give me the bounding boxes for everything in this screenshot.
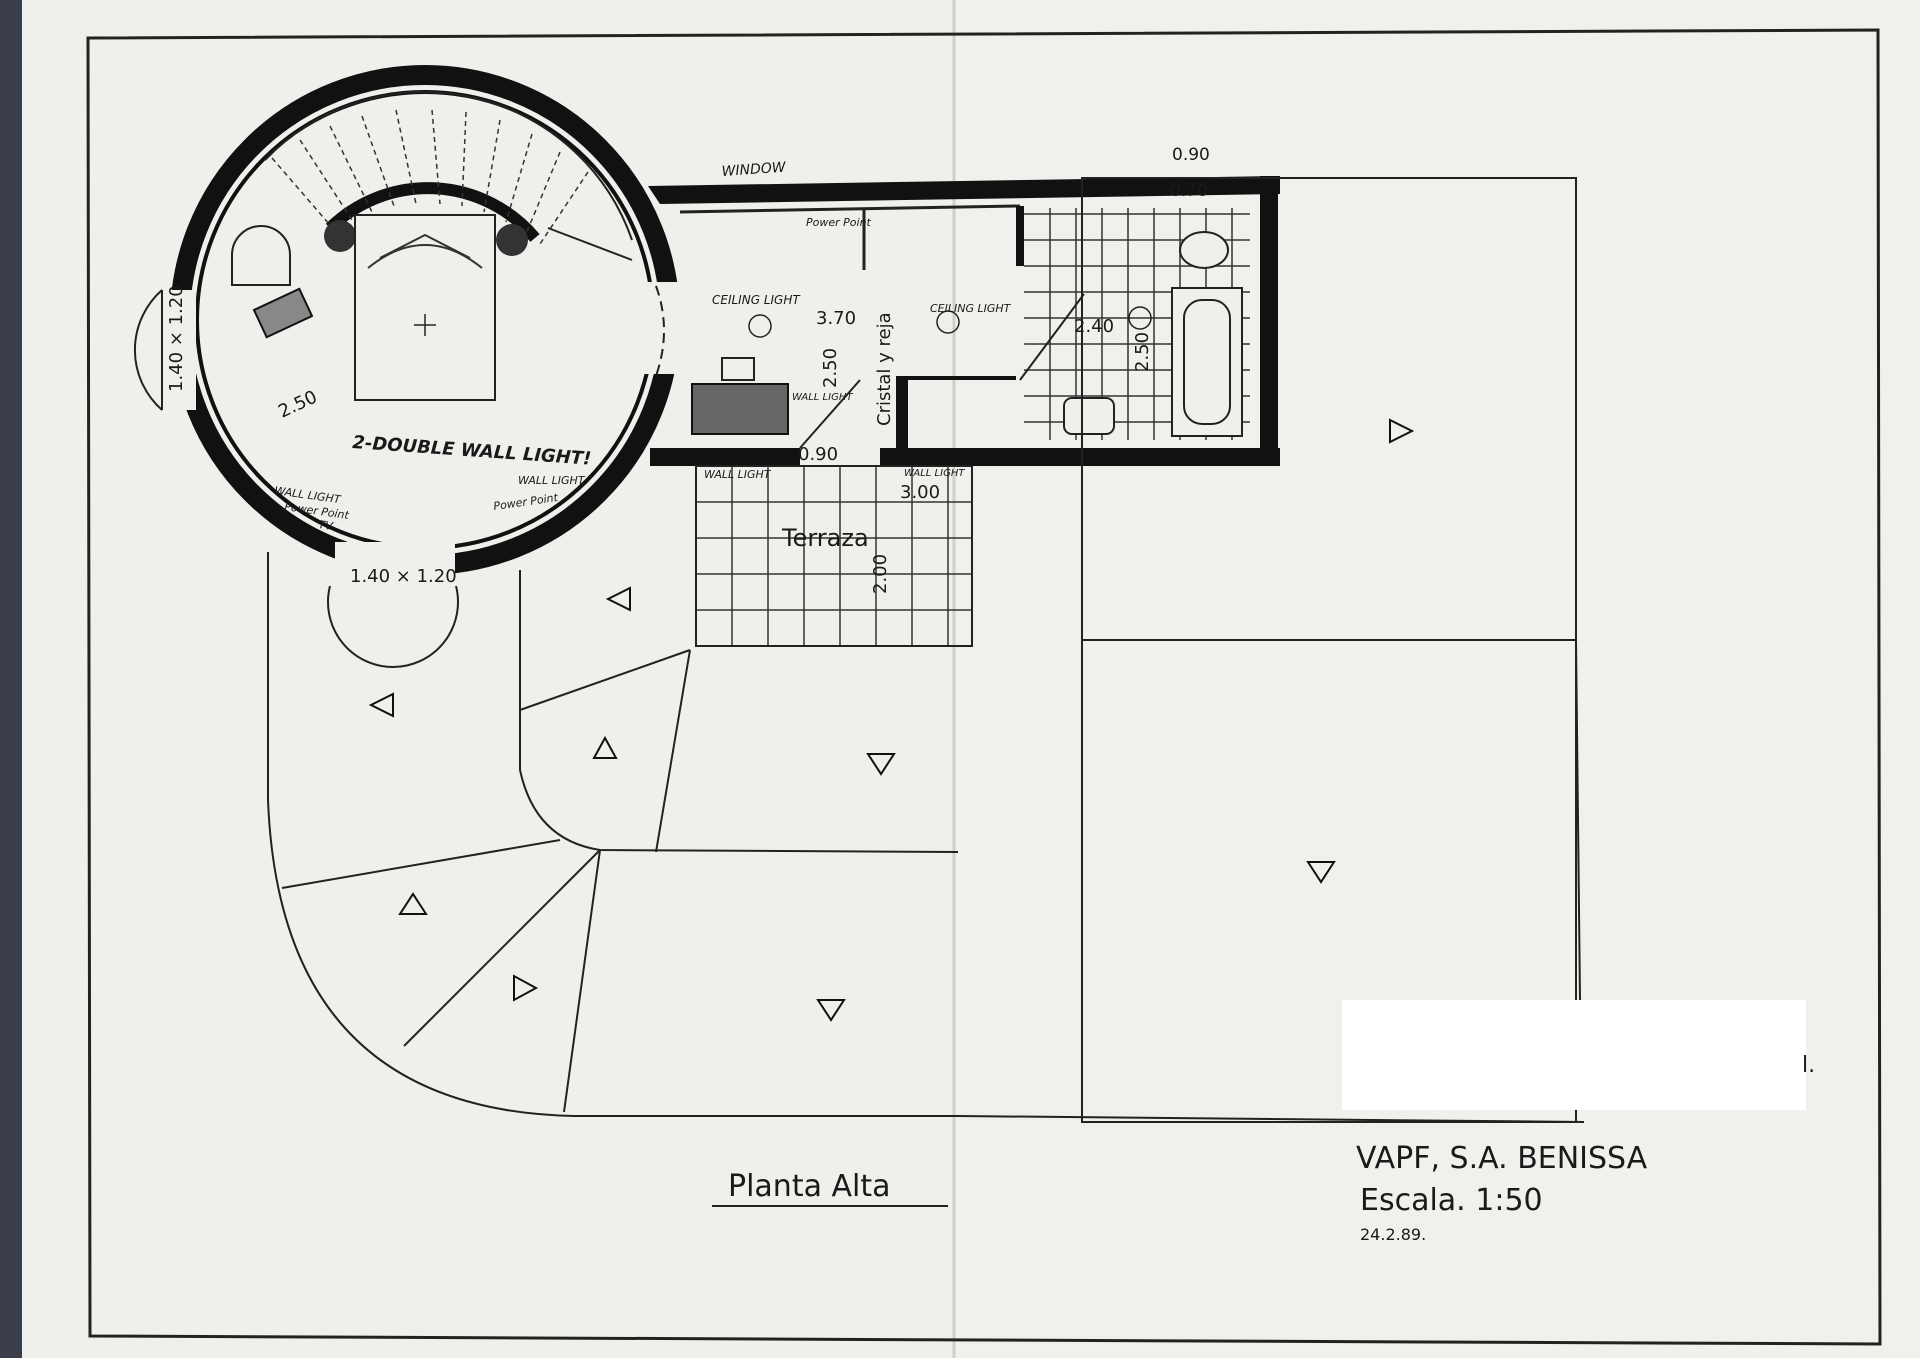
corridor-partition bbox=[896, 378, 908, 456]
slope-arrows bbox=[368, 418, 1415, 1022]
stair-treads bbox=[271, 109, 589, 245]
slope-arrow-4 bbox=[592, 735, 618, 759]
slope-arrow-5 bbox=[866, 753, 896, 776]
bay-window-left bbox=[133, 289, 163, 411]
note-wall-light-terrace: WALL LIGHT bbox=[704, 468, 772, 481]
slope-arrow-3 bbox=[368, 692, 394, 718]
right-roof-lower bbox=[1081, 639, 1577, 1123]
note-tv: TV bbox=[318, 518, 335, 533]
spiral-stair-outer bbox=[264, 90, 633, 241]
slope-arrow-2 bbox=[605, 586, 631, 612]
stair-arrow bbox=[547, 227, 633, 261]
dim-terrace-width: 3.00 bbox=[900, 482, 940, 503]
window-gap-left bbox=[160, 290, 196, 410]
company-name: VAPF, S.A. BENISSA bbox=[1356, 1141, 1648, 1176]
dim-corridor-height: 2.50 bbox=[820, 348, 841, 388]
fragment-text: l. bbox=[1802, 1053, 1815, 1078]
note-window: WINDOW bbox=[721, 159, 787, 180]
scale-label: Escala. 1:50 bbox=[1360, 1183, 1543, 1218]
bath-diagonal bbox=[1019, 293, 1085, 381]
dim-bath-opening: 0.90 bbox=[1172, 145, 1210, 165]
window-gap-bottom bbox=[335, 542, 455, 582]
bathtub bbox=[1171, 287, 1243, 437]
roof-line-5 bbox=[563, 849, 601, 1113]
terrace-tiles bbox=[696, 466, 972, 646]
right-roof-bottom bbox=[957, 1115, 1585, 1123]
bathroom-right-wall bbox=[1260, 176, 1278, 466]
armchair bbox=[231, 225, 291, 286]
stair-newel-right bbox=[496, 224, 528, 256]
ceiling-light-1 bbox=[748, 314, 772, 338]
opening-to-corridor bbox=[640, 282, 680, 374]
note-right-wall-light: WALL LIGHT bbox=[518, 474, 586, 487]
desk-chair bbox=[721, 357, 755, 381]
dim-bath-width: 2.40 bbox=[1074, 316, 1114, 337]
dim-bath-height: 2.50 bbox=[1132, 332, 1153, 372]
drawing-frame bbox=[86, 28, 1882, 1346]
corridor-inner-top bbox=[679, 204, 1021, 214]
slope-arrow-7 bbox=[398, 892, 428, 915]
dim-corridor-length: 3.70 bbox=[816, 308, 856, 329]
toilet bbox=[1179, 231, 1229, 269]
slope-arrow-8 bbox=[513, 974, 539, 1002]
curved-roof-outer bbox=[267, 552, 958, 1117]
dim-terrace-depth: 2.00 bbox=[870, 554, 891, 594]
note-ceiling-light-2: CEILING LIGHT bbox=[930, 302, 1012, 315]
note-power-point-top: Power Point bbox=[806, 216, 872, 229]
plan-title: Planta Alta bbox=[728, 1169, 891, 1204]
rug bbox=[252, 287, 314, 339]
double-bed bbox=[354, 214, 496, 401]
bathtub-inner bbox=[1183, 299, 1231, 425]
roof-line-3 bbox=[281, 839, 561, 889]
dim-window-bottom: 1.40 × 1.20 bbox=[350, 566, 457, 587]
sink bbox=[1063, 397, 1115, 435]
bed-cover bbox=[367, 233, 483, 269]
redacted-area bbox=[1342, 1000, 1806, 1110]
door-swing bbox=[799, 379, 861, 449]
bath-ceiling-light bbox=[1128, 306, 1152, 330]
plan-date: 24.2.89. bbox=[1360, 1225, 1426, 1244]
stair-newel-left bbox=[324, 220, 356, 252]
dim-window-left: 1.40 × 1.20 bbox=[166, 285, 187, 392]
bathroom bbox=[1019, 208, 1250, 440]
ceiling-light-2 bbox=[936, 310, 960, 334]
bay-window-bottom bbox=[327, 585, 459, 668]
corridor-walls bbox=[648, 176, 1280, 466]
bathroom-left-wall bbox=[1016, 206, 1024, 266]
note-wall-light-terrace-2: WALL LIGHT bbox=[904, 468, 965, 479]
opening-dashed-arc bbox=[655, 285, 665, 377]
slope-arrow-9 bbox=[816, 999, 846, 1022]
note-ceiling-light-1: CEILING LIGHT bbox=[712, 293, 801, 307]
roof-line-1 bbox=[519, 649, 691, 711]
roof-line-4 bbox=[403, 849, 601, 1047]
curved-roof-inner bbox=[519, 570, 959, 853]
roof-outline bbox=[267, 177, 1585, 1123]
slope-arrow-6 bbox=[1306, 861, 1336, 884]
glass-grille-label: Cristal y reja bbox=[874, 312, 895, 426]
dim-door: 0.90 bbox=[798, 444, 838, 465]
terrace-label: Terraza bbox=[781, 524, 869, 552]
roof-line-2 bbox=[655, 649, 691, 853]
corridor-bottom-wall-left bbox=[650, 448, 800, 466]
spiral-stair-inner bbox=[325, 182, 540, 242]
desk bbox=[691, 383, 789, 435]
dim-bath-door: 0.70 bbox=[1170, 181, 1208, 201]
corridor-bottom-wall-right bbox=[880, 448, 1280, 466]
corridor-top-wall bbox=[648, 176, 1280, 204]
note-wall-light-desk: WALL LIGHT bbox=[792, 392, 853, 403]
paper-right-sheet bbox=[952, 0, 1920, 1358]
paper-left-sheet bbox=[22, 0, 958, 1358]
slope-arrow-1 bbox=[1389, 418, 1415, 444]
bedroom-tower bbox=[133, 65, 680, 668]
right-roof-divider bbox=[1575, 639, 1581, 1001]
